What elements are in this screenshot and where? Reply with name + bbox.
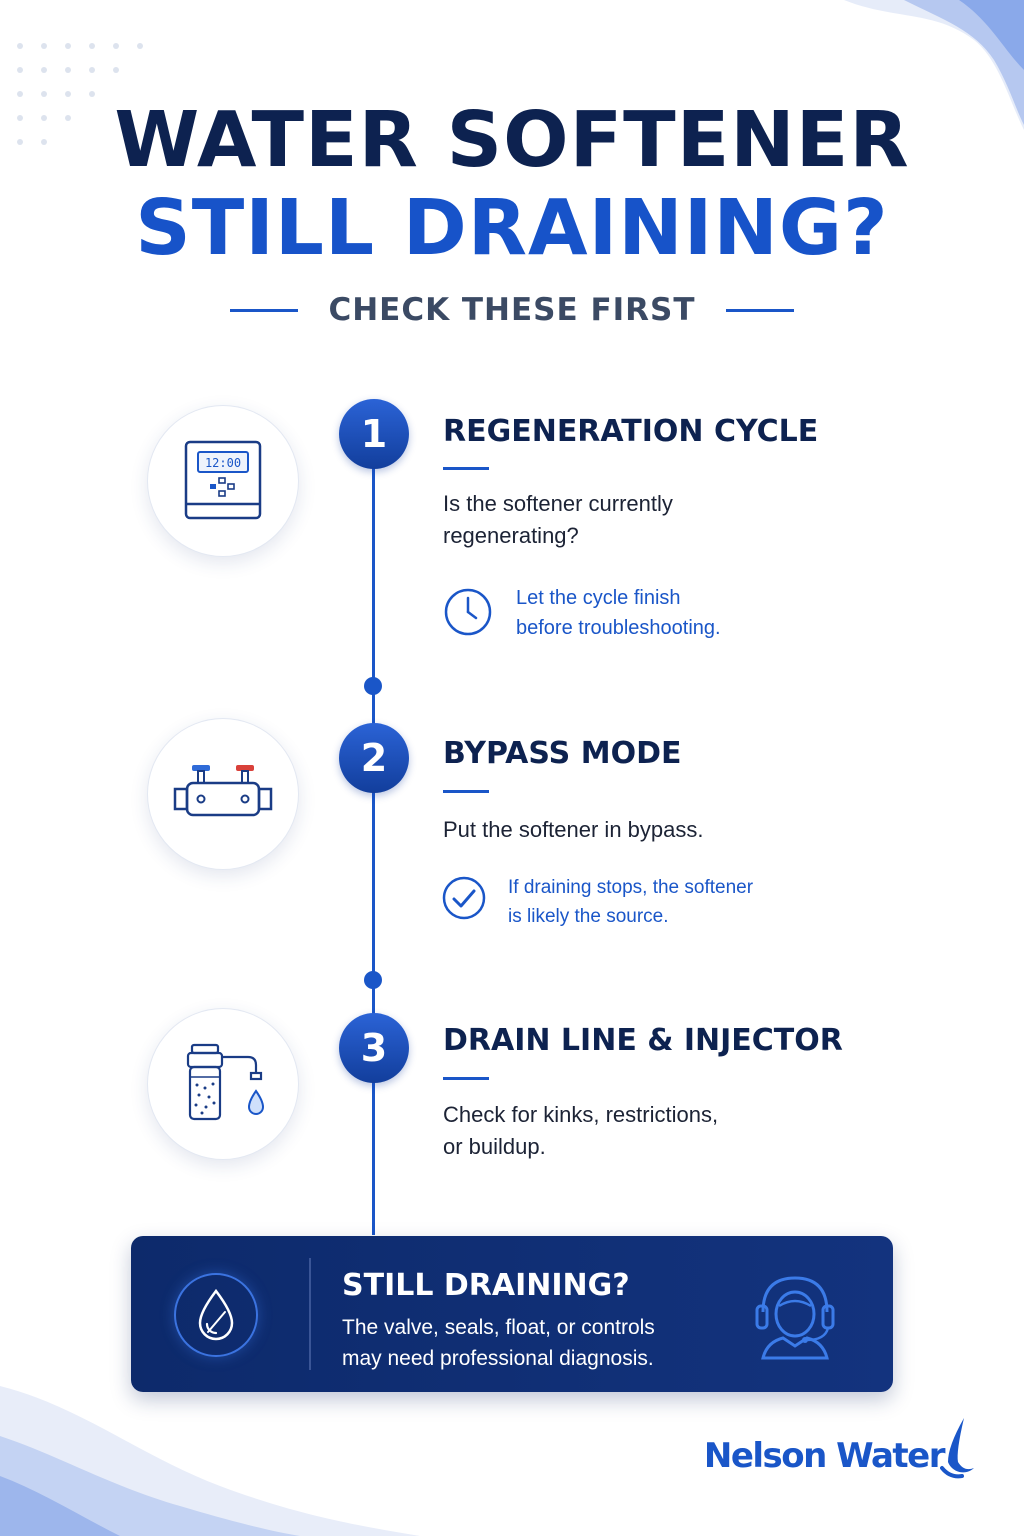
- title-line-2: STILL DRAINING?: [135, 184, 889, 273]
- subtitle-rule-right: [725, 308, 794, 312]
- step-1-body: Is the softener currently regenerating?: [443, 491, 673, 548]
- bypass-valve-icon: [173, 765, 273, 817]
- still-draining-banner: STILL DRAINING? The valve, seals, float,…: [131, 1236, 893, 1392]
- brand-logo: Nelson Water: [703, 1418, 976, 1486]
- decorative-dot-grid: [17, 43, 143, 145]
- timeline-dot: [364, 971, 382, 989]
- step-3-body: Check for kinks, restrictions, or buildu…: [443, 1102, 719, 1159]
- clock-icon: [444, 588, 492, 636]
- step-1-heading: REGENERATION CYCLE: [443, 414, 819, 449]
- step-2-icon-circle: [147, 718, 299, 870]
- drain-injector-icon: [186, 1043, 265, 1121]
- title-line-1: WATER SOFTENER: [114, 96, 910, 185]
- timeline-line: [372, 435, 375, 1235]
- subtitle-rule-left: [230, 308, 299, 312]
- water-drop-logo-icon: [940, 1418, 974, 1479]
- brand-name: Nelson Water: [703, 1436, 946, 1476]
- step-3-icon-circle: [147, 1008, 299, 1160]
- step-2-number: 2: [339, 723, 409, 793]
- step-3-number: 3: [339, 1013, 409, 1083]
- support-agent-icon: [755, 1276, 835, 1360]
- step-2-rule: [443, 790, 489, 793]
- subtitle-row: CHECK THESE FIRST: [0, 292, 1024, 328]
- step-1-number: 1: [339, 399, 409, 469]
- banner-divider: [309, 1258, 311, 1370]
- softener-controller-icon: 12:00: [184, 440, 262, 520]
- banner-text: The valve, seals, float, or controls may…: [342, 1316, 655, 1370]
- decorative-wave-top-right: [844, 0, 1024, 130]
- timeline-dot: [364, 677, 382, 695]
- step-1-rule: [443, 467, 489, 470]
- checkmark-circle-icon: [442, 876, 486, 920]
- step-1-icon-circle: 12:00: [147, 405, 299, 557]
- water-drop-icon: [198, 1288, 234, 1341]
- controller-display-text: 12:00: [205, 456, 241, 470]
- banner-heading: STILL DRAINING?: [342, 1268, 630, 1303]
- step-1-tip: Let the cycle finish before troubleshoot…: [516, 587, 721, 639]
- step-2-body: Put the softener in bypass.: [443, 817, 704, 842]
- step-3-heading: DRAIN LINE & INJECTOR: [443, 1023, 843, 1058]
- decorative-wave-bottom-left: [0, 1386, 420, 1536]
- banner-drop-circle: [174, 1273, 258, 1357]
- step-2-heading: BYPASS MODE: [443, 736, 682, 771]
- step-2-tip: If draining stops, the softener is likel…: [508, 877, 754, 927]
- subtitle: CHECK THESE FIRST: [328, 292, 696, 328]
- step-3-rule: [443, 1077, 489, 1080]
